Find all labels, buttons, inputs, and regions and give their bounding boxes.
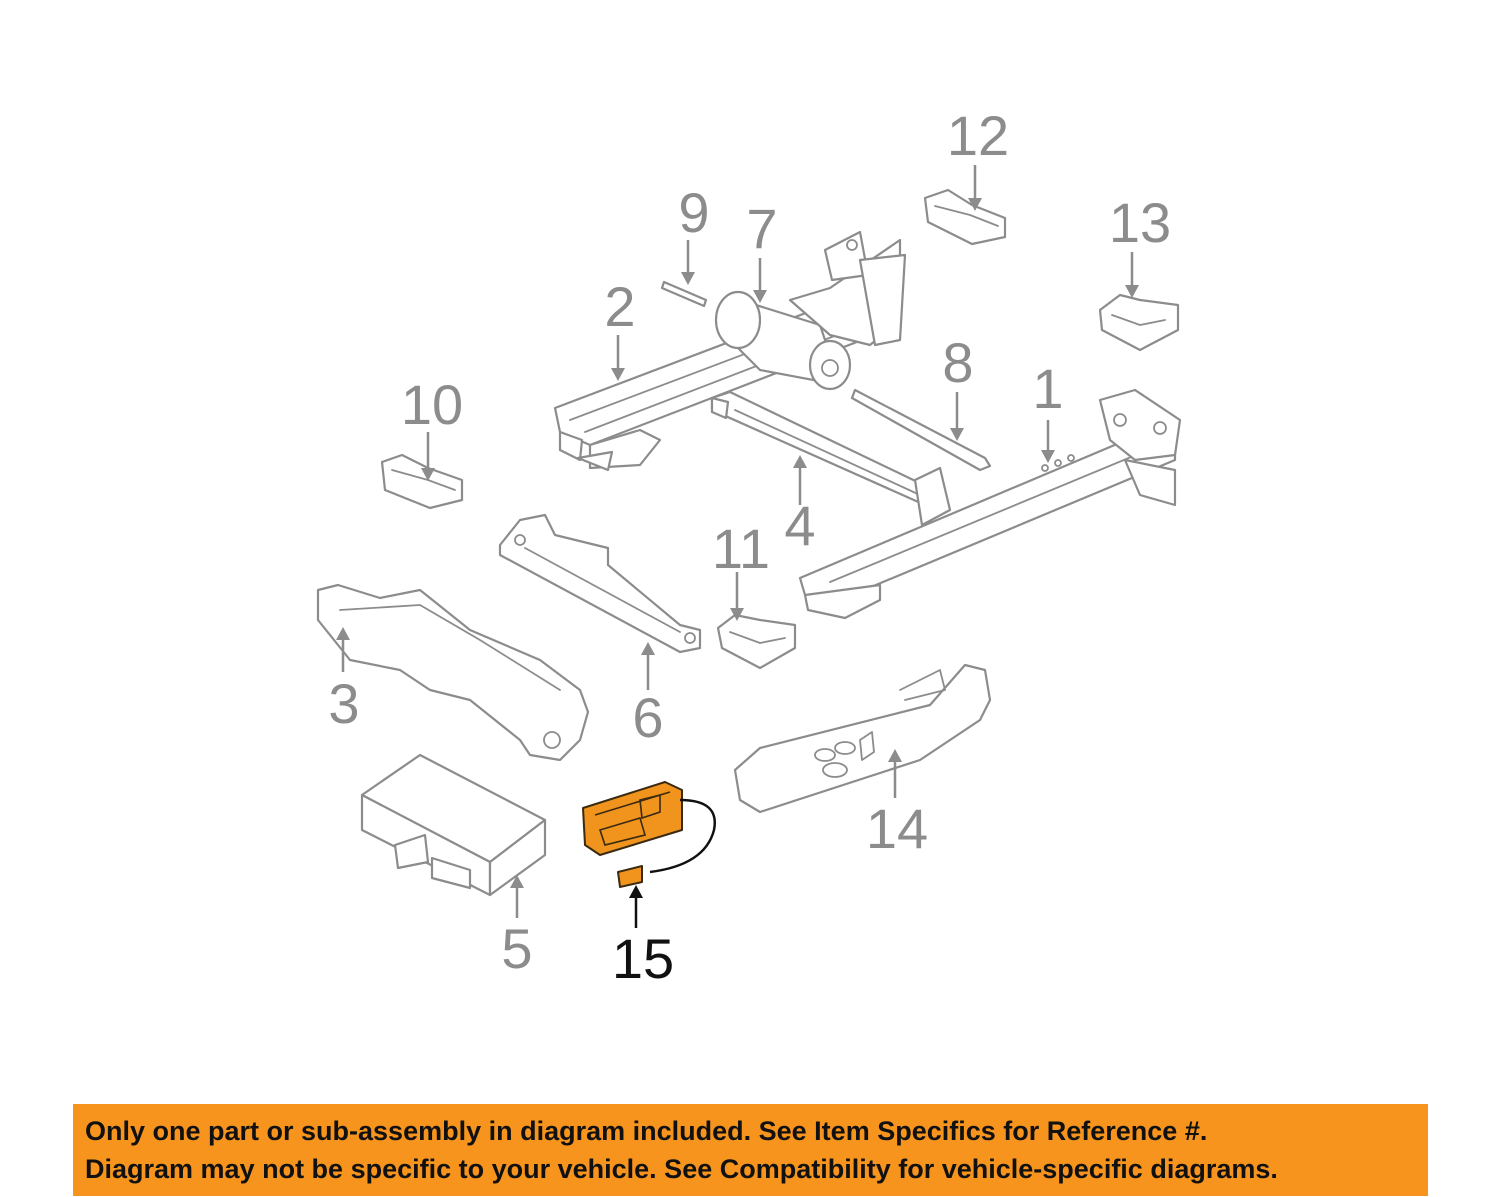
- leader-lines: [336, 165, 1139, 928]
- disclaimer-line-2: Diagram may not be specific to your vehi…: [85, 1154, 1278, 1184]
- callout-9: 9: [678, 181, 709, 244]
- callout-labels: 1 2 3 4 5 6 7 8 9 10 11 12 13 14 15: [328, 104, 1171, 990]
- part-4-lower-bar: [710, 390, 932, 507]
- part-6-bracket: [498, 513, 702, 654]
- callout-10: 10: [401, 373, 463, 436]
- part-9-pin: [660, 280, 708, 308]
- part-15-switch-assembly: [582, 781, 717, 888]
- callout-7: 7: [746, 197, 777, 260]
- callout-14: 14: [866, 797, 928, 860]
- disclaimer-banner: Only one part or sub-assembly in diagram…: [73, 1104, 1428, 1196]
- callout-2: 2: [604, 275, 635, 338]
- part-11-cover: [716, 613, 797, 670]
- part-10-cover: [380, 453, 464, 510]
- part-1-seat-track-rail: [798, 388, 1182, 620]
- callout-1: 1: [1032, 357, 1063, 420]
- part-7-motor: [714, 230, 907, 391]
- callout-11: 11: [712, 517, 770, 580]
- callout-13: 13: [1109, 191, 1171, 254]
- callout-12: 12: [947, 104, 1009, 167]
- part-8-drive-cable: [850, 388, 992, 472]
- part-14-switch-cover: [733, 663, 992, 814]
- callout-3: 3: [328, 672, 359, 735]
- callout-6: 6: [632, 686, 663, 749]
- disclaimer-line-1: Only one part or sub-assembly in diagram…: [85, 1116, 1208, 1146]
- callout-4: 4: [784, 494, 815, 557]
- part-3-side-shield: [316, 583, 590, 762]
- part-13-cover: [1098, 293, 1180, 352]
- part-5-control-module: [360, 753, 547, 897]
- callout-15: 15: [612, 927, 674, 990]
- part-12-cover: [923, 188, 1007, 246]
- callout-5: 5: [501, 917, 532, 980]
- callout-8: 8: [942, 331, 973, 394]
